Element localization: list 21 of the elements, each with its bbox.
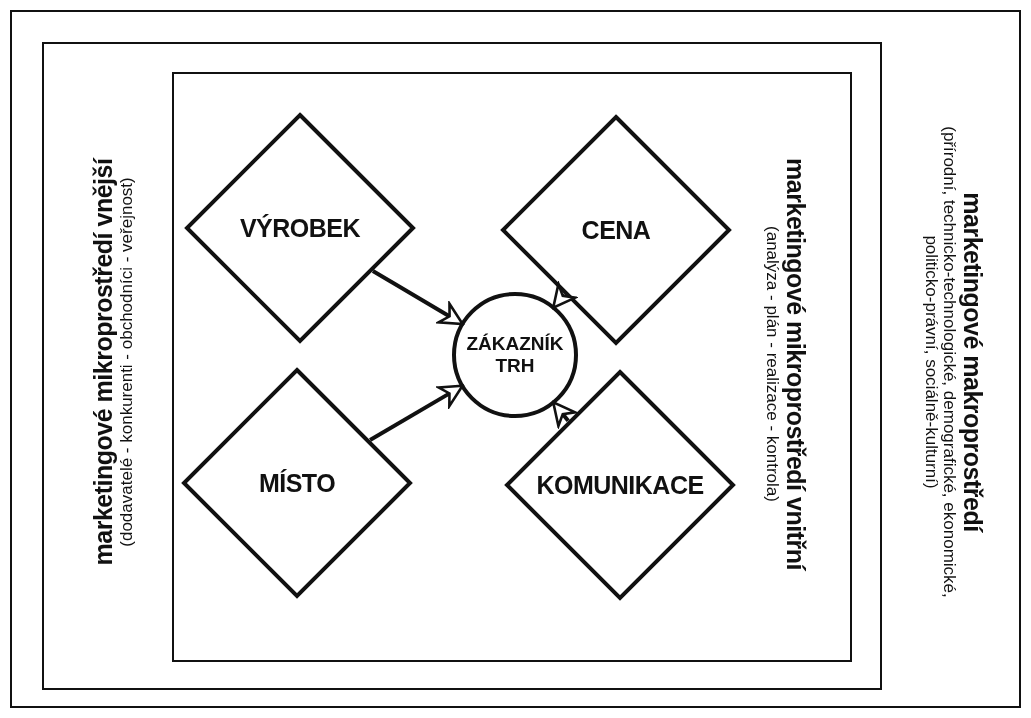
frame-box — [172, 72, 852, 662]
section-heading: marketingové mikroprostředí vnější — [88, 158, 118, 566]
section-description: (přírodní, technicko-technologické, demografické, ekonomické, politicko-právní, sociálně-kulturní) — [922, 125, 959, 600]
diamond-label: MÍSTO — [258, 468, 336, 498]
diamond-shape — [184, 112, 416, 344]
section-heading: marketingové mikroprostředí vnitřní — [781, 158, 811, 570]
section-heading: marketingové makroprostředí — [958, 192, 988, 532]
circle-label: ZÁKAZNÍK TRH — [465, 333, 565, 377]
arrow — [551, 401, 577, 428]
arrow — [369, 384, 464, 442]
diamond-label: KOMUNIKACE — [536, 470, 704, 500]
arrow — [551, 282, 577, 309]
section-description: (analýza - plán - realizace - kontrola) — [763, 226, 782, 502]
diamond-shape — [181, 367, 413, 599]
arrow — [371, 269, 464, 326]
frame-box — [42, 42, 882, 690]
diamond-label: VÝROBEK — [239, 213, 361, 243]
section-description: (dodavatelé - konkurenti - obchodníci - veřejnost) — [117, 177, 136, 547]
circle-shape — [452, 292, 578, 418]
diamond-label: CENA — [581, 215, 651, 245]
frame-box — [10, 10, 1021, 708]
